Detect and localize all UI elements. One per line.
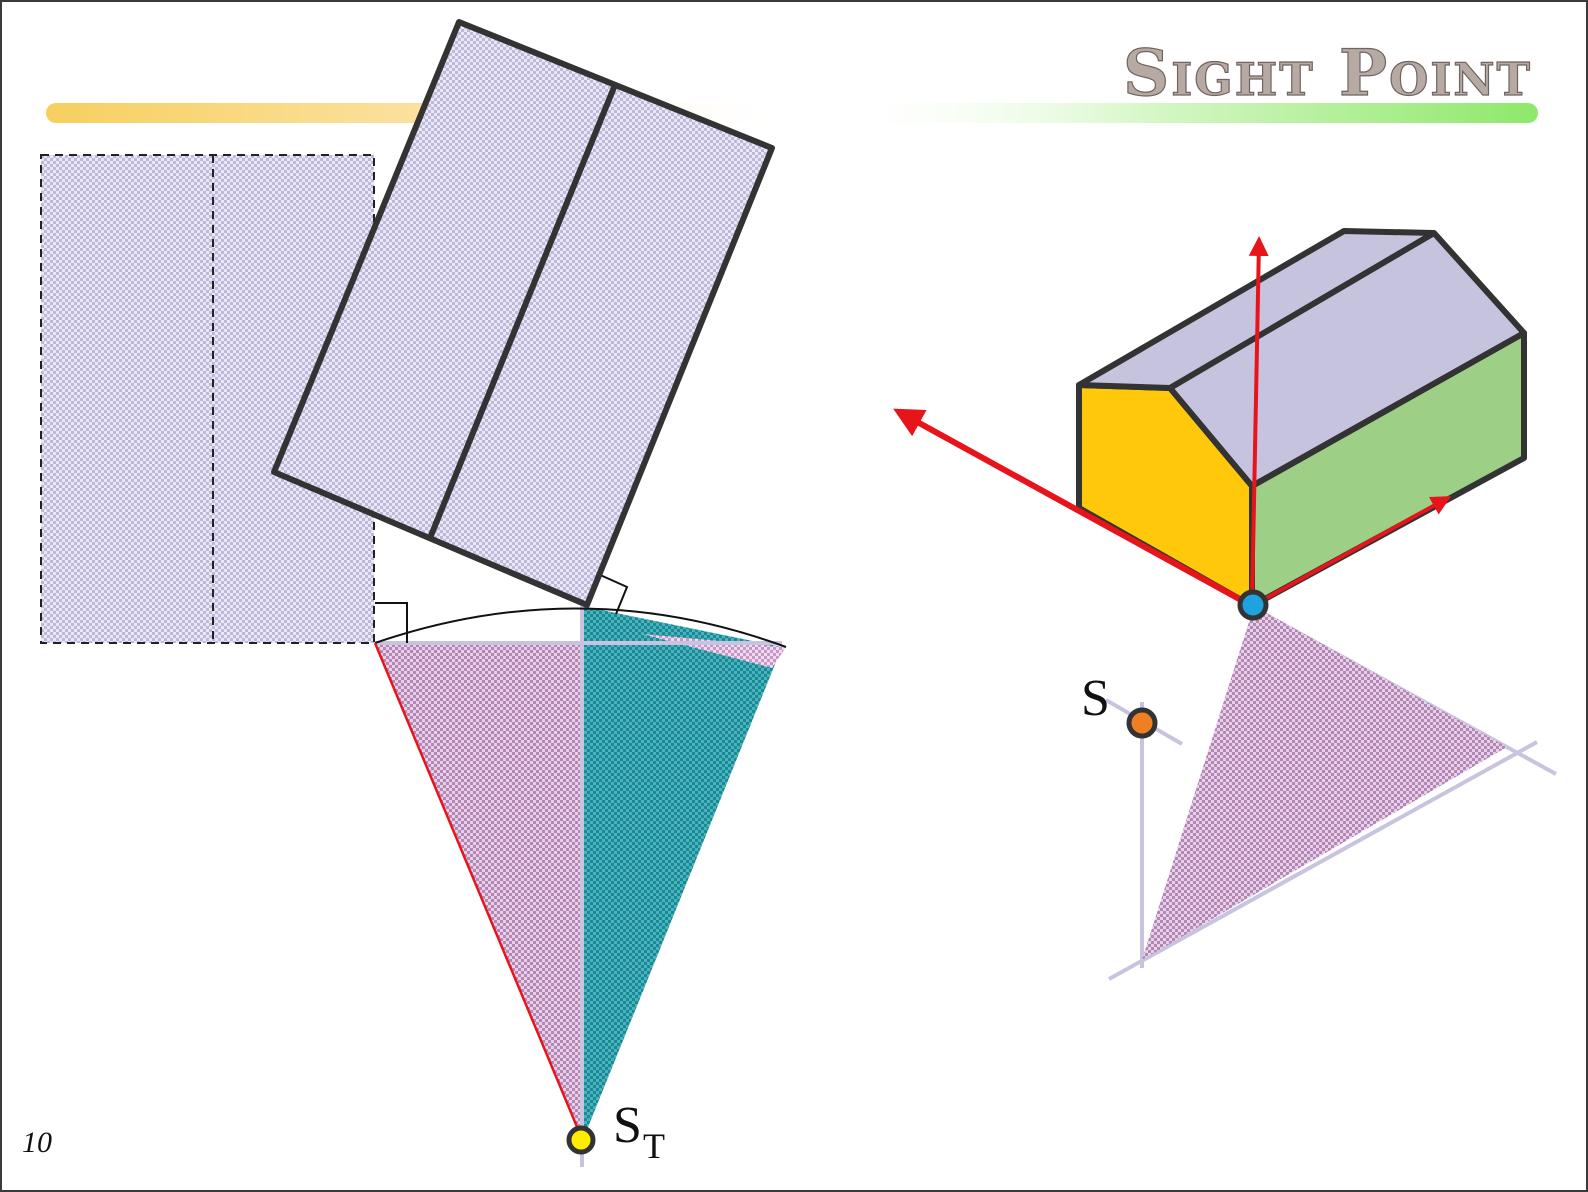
axis-arrow-up <box>1248 236 1269 607</box>
ground-line-bottom <box>1108 740 1538 981</box>
right-angle-marker-right <box>597 573 629 615</box>
picture-plane-arc <box>374 607 787 648</box>
axis-arrow-left <box>893 408 1254 609</box>
right-angle-marker-left <box>375 602 408 643</box>
axis-arrow-right <box>1251 496 1452 608</box>
page-number: 10 <box>22 1126 52 1159</box>
title-bar-right <box>832 103 1538 123</box>
station-point-subscript: T <box>643 1126 665 1166</box>
slide-title: Sight Point <box>1123 36 1532 111</box>
cone-edge-ray <box>373 642 582 1135</box>
cone-of-vision-right <box>582 606 782 1142</box>
isometric-view: S <box>893 228 1557 981</box>
station-point-label: S <box>613 1097 642 1154</box>
sight-cone <box>1142 606 1507 960</box>
building-corner-point <box>1237 589 1269 621</box>
sight-point-marker <box>1126 707 1158 739</box>
house-roof-ridge <box>1168 230 1436 391</box>
sight-point-label: S <box>1081 670 1110 727</box>
building-plan-ridge <box>427 83 618 540</box>
plan-view: S T <box>40 19 787 1167</box>
station-point-marker <box>566 1125 596 1155</box>
